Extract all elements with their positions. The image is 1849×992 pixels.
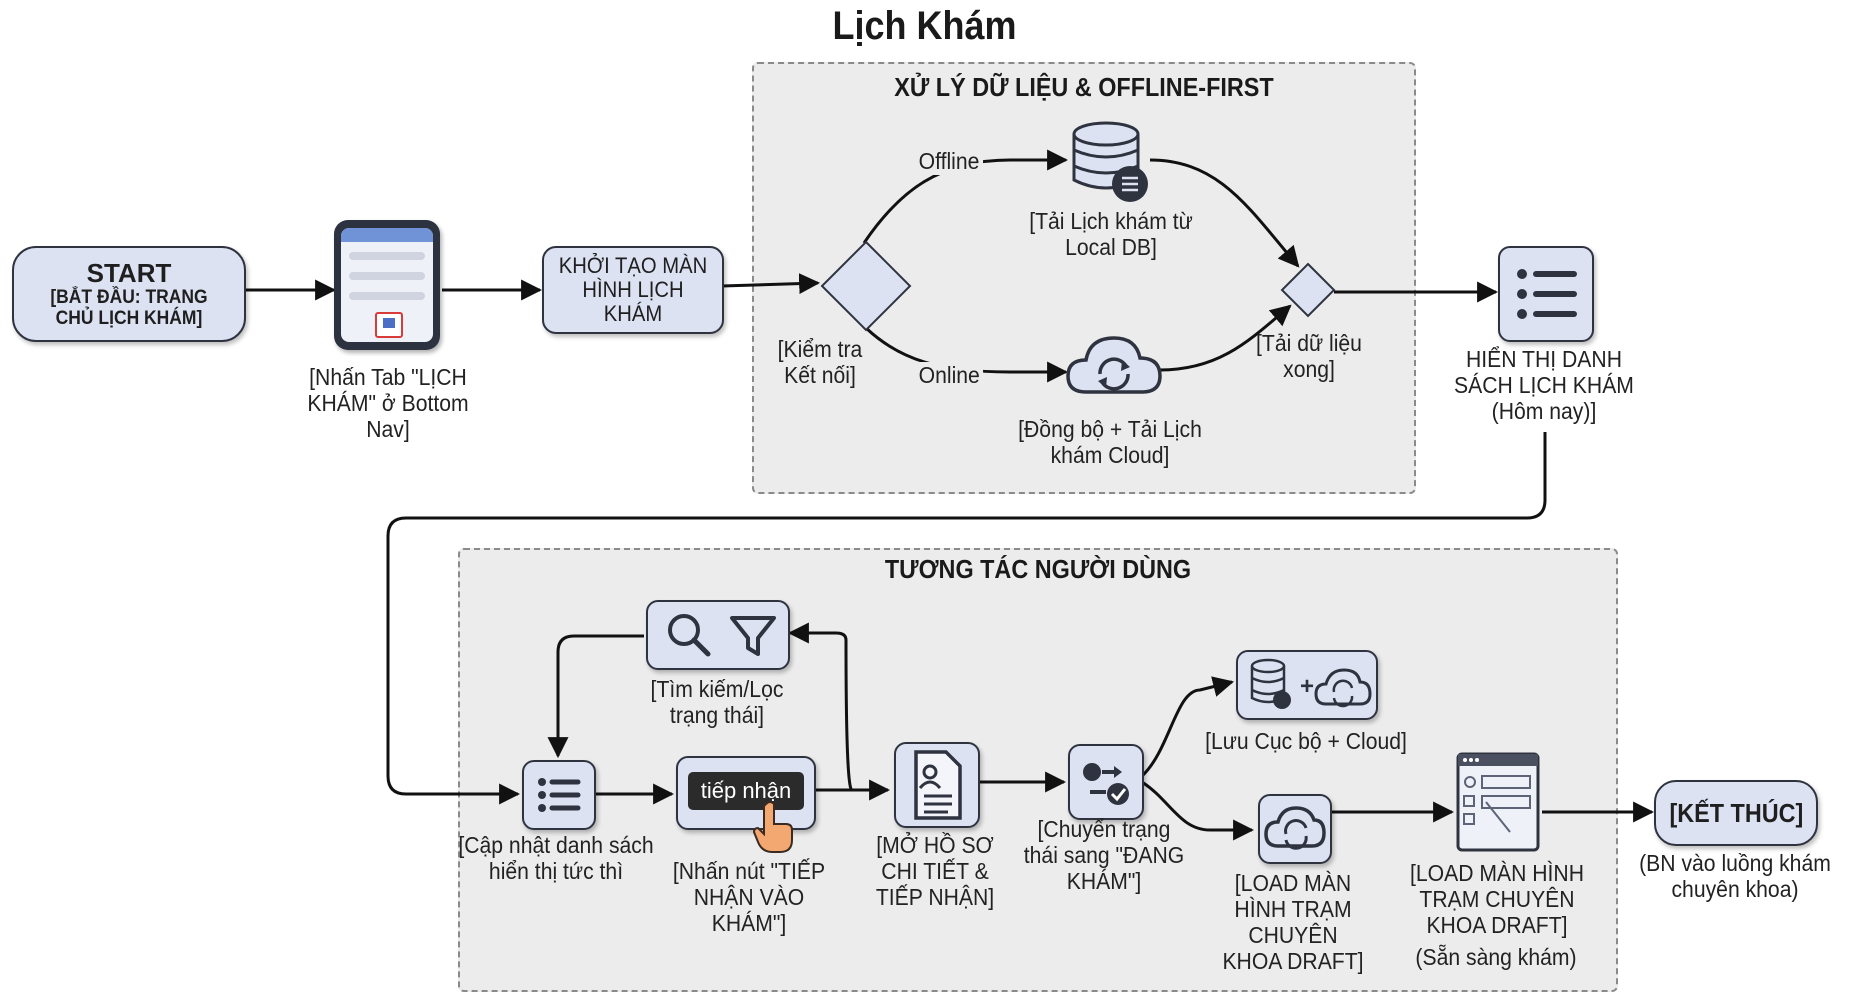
- cloud-sync-label: [Đồng bộ + Tải Lịch khám Cloud]: [1018, 416, 1202, 468]
- end-node: [KẾT THÚC]: [1654, 780, 1818, 846]
- document-icon: [894, 742, 980, 828]
- db-plus-cloud-icon: +: [1236, 650, 1378, 720]
- receive-button-card: tiếp nhận: [676, 756, 816, 830]
- end-caption: (BN vào luồng khám chuyên khoa): [1639, 850, 1831, 902]
- edge-check-offline: [862, 149, 1069, 244]
- edge-state-draft: [1141, 780, 1255, 841]
- svg-text:+: +: [1300, 673, 1314, 700]
- edge-db-merge: [1149, 158, 1300, 268]
- search-icon: [668, 614, 711, 657]
- change-state-label: [Chuyển trạng thái sang "ĐANG KHÁM"]: [1023, 816, 1185, 894]
- search-filter-label: [Tìm kiếm/Lọc trạng thái]: [650, 676, 784, 728]
- diagram-title: Lịch Khám: [832, 4, 1017, 48]
- save-both-label: [Lưu Cục bộ + Cloud]: [1205, 728, 1407, 754]
- receive-button[interactable]: tiếp nhận: [688, 772, 804, 810]
- edge-show-down: [386, 432, 1547, 805]
- edge-init-check: [721, 273, 821, 295]
- end-label: [KẾT THÚC]: [1669, 798, 1803, 828]
- edge-state-save: [1140, 676, 1235, 778]
- group-user-interaction: TƯƠNG TÁC NGƯỜI DÙNG: [458, 548, 1618, 992]
- load-draft-cloud-icon: [1258, 794, 1332, 864]
- edge-cloud-merge: [1159, 304, 1292, 372]
- show-list-label: HIỂN THỊ DANH SÁCH LỊCH KHÁM (Hôm nay)]: [1454, 346, 1634, 424]
- press-button-label: [Nhấn nút "TIẾP NHẬN VÀO KHÁM"]: [672, 858, 826, 936]
- local-db-label: [Tải Lịch khám từ Local DB]: [1029, 208, 1193, 260]
- data-loaded-label: [Tải dữ liệu xong]: [1256, 330, 1362, 382]
- start-node: START [BẮT ĐẦU: TRANG CHỦ LỊCH KHÁM]: [12, 246, 246, 342]
- cloud-sync-icon: [1064, 330, 1164, 400]
- phone-icon: [334, 220, 440, 350]
- init-screen-label: KHỞI TẠO MÀN HÌNH LỊCH KHÁM: [558, 253, 708, 326]
- ready-label: (Sẵn sàng khám): [1415, 944, 1577, 970]
- window-draft-icon: [1456, 752, 1540, 852]
- update-list-icon: [522, 760, 596, 830]
- status-change-icon: [1068, 744, 1144, 820]
- load-draft-label: [LOAD MÀN HÌNH TRẠM CHUYÊN KHOA DRAFT]: [1222, 870, 1364, 974]
- merge-diamond: [1280, 262, 1336, 318]
- check-connection-label: [Kiểm tra Kết nối]: [777, 336, 863, 388]
- list-icon: [1498, 246, 1594, 342]
- filter-icon: [730, 616, 776, 656]
- group-user-title: TƯƠNG TÁC NGƯỜI DÙNG: [884, 554, 1192, 584]
- search-filter-box: [646, 600, 790, 670]
- phone-caption: [Nhấn Tab "LỊCH KHÁM" ở Bottom Nav]: [307, 364, 469, 442]
- start-title: START: [86, 258, 172, 288]
- hand-pointer-icon: [752, 800, 796, 854]
- edge-search-list: [547, 634, 644, 759]
- init-screen-node: KHỞI TẠO MÀN HÌNH LỊCH KHÁM: [542, 246, 724, 334]
- update-list-label: [Cập nhật danh sách hiển thị tức thì: [458, 832, 654, 884]
- edge-btn-search: [787, 622, 854, 792]
- group-data-title: XỬ LÝ DỮ LIỆU & OFFLINE-FIRST: [894, 72, 1274, 102]
- open-record-label: [MỞ HỒ SƠ CHI TIẾT & TIẾP NHẬN]: [875, 832, 995, 910]
- database-icon: [1068, 118, 1152, 204]
- start-subtitle: [BẮT ĐẦU: TRANG CHỦ LỊCH KHÁM]: [50, 287, 208, 329]
- edge-label-online: Online: [914, 362, 984, 389]
- decision-diamond: [820, 240, 912, 332]
- load-draft2-label: [LOAD MÀN HÌNH TRẠM CHUYÊN KHOA DRAFT]: [1409, 860, 1584, 938]
- edge-label-offline: Offline: [914, 148, 984, 175]
